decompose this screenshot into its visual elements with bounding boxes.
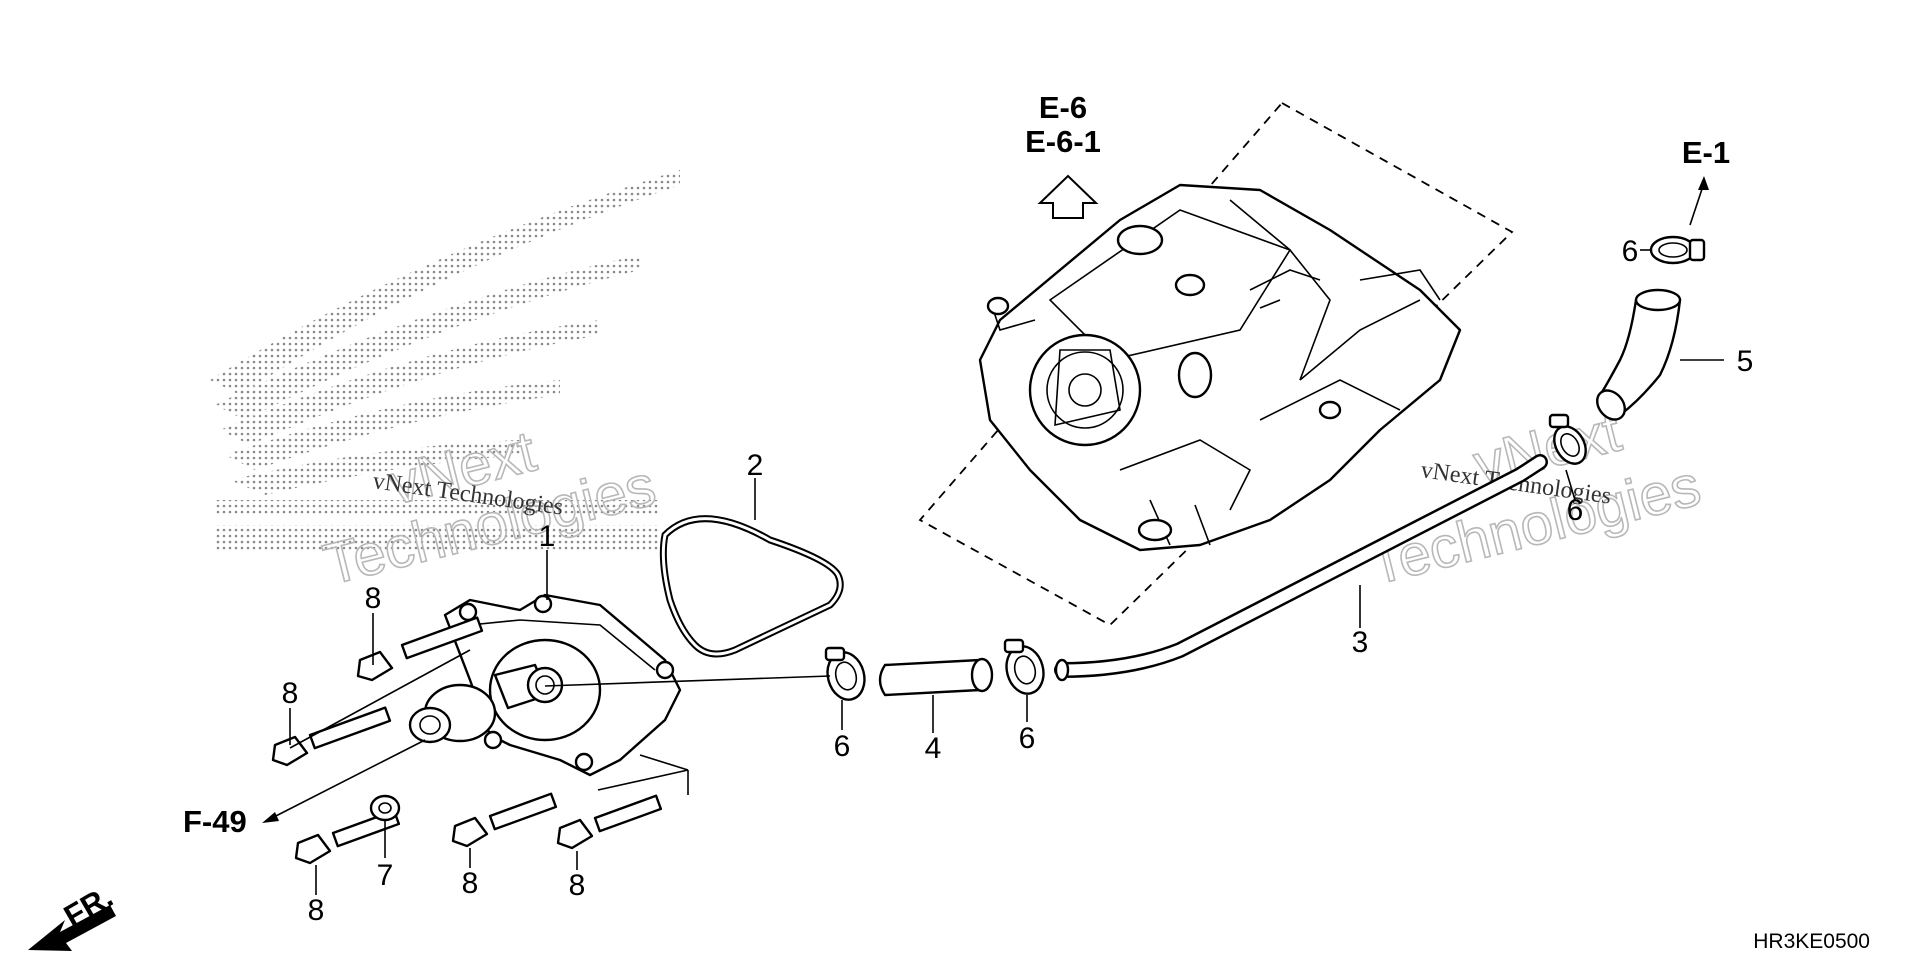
- callout-7[interactable]: 7: [377, 859, 394, 892]
- callout-6-mid[interactable]: 6: [1019, 722, 1036, 755]
- callout-8-a[interactable]: 8: [365, 582, 382, 615]
- ref-f49[interactable]: F-49: [183, 804, 247, 839]
- diagram-code: HR3KE0500: [1753, 930, 1870, 953]
- leader-lines: [262, 249, 1724, 895]
- wing-logo: [210, 170, 680, 550]
- flange-bolt: [356, 616, 484, 682]
- callout-8-e[interactable]: 8: [569, 869, 586, 902]
- callout-2[interactable]: 2: [747, 449, 764, 482]
- callout-6-right[interactable]: 6: [1567, 494, 1584, 527]
- flange-bolt: [451, 792, 558, 848]
- hose-clamp: [824, 646, 866, 701]
- water-pump-cover: [408, 593, 682, 777]
- ref-e1[interactable]: E-1: [1682, 135, 1730, 170]
- gasket: [659, 515, 844, 658]
- callout-8-c[interactable]: 8: [308, 894, 325, 927]
- short-hose: [878, 657, 994, 697]
- callout-5[interactable]: 5: [1737, 345, 1754, 378]
- engine-case-assembly: [918, 101, 1514, 627]
- callout-3[interactable]: 3: [1352, 626, 1369, 659]
- hose-clamp: [1548, 413, 1587, 465]
- callout-4[interactable]: 4: [925, 732, 942, 765]
- hose-clamp: [1003, 638, 1045, 695]
- sealing-washer: [369, 794, 401, 822]
- up-arrow-icon: [1037, 174, 1099, 219]
- hose-elbow: [1596, 288, 1682, 421]
- callout-1[interactable]: 1: [539, 520, 556, 553]
- callout-6-left[interactable]: 6: [834, 730, 851, 763]
- ref-e6[interactable]: E-6: [1039, 90, 1087, 125]
- arrow-e1-icon: [1689, 176, 1709, 226]
- hose-clamp: [1649, 235, 1706, 265]
- front-label: FR.: [58, 879, 119, 934]
- callout-6-top[interactable]: 6: [1622, 235, 1639, 268]
- flange-bolt: [556, 794, 663, 850]
- callout-8-b[interactable]: 8: [282, 677, 299, 710]
- ref-e61[interactable]: E-6-1: [1025, 124, 1101, 159]
- callout-8-d[interactable]: 8: [462, 867, 479, 900]
- front-arrow-icon: [28, 905, 116, 951]
- long-hose: [1054, 454, 1548, 682]
